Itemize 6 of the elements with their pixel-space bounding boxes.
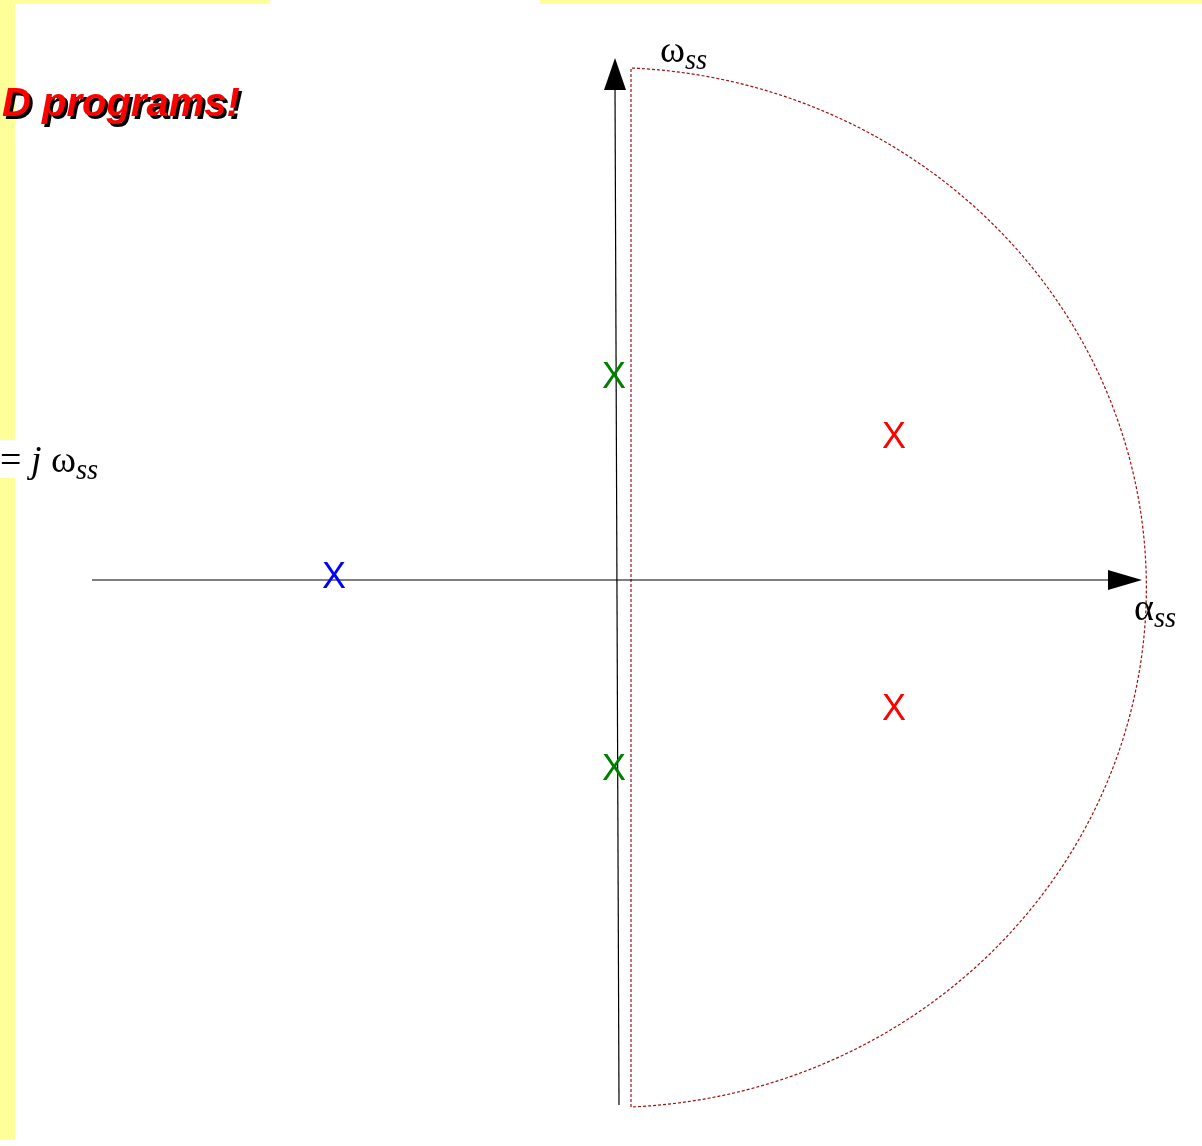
slogan-text: D programs! [2, 82, 240, 122]
axis-label: α$_{ss}$ [1134, 588, 1177, 626]
pole-marker: X [882, 690, 906, 726]
axis-label: ω$_{ss}$ [660, 30, 708, 68]
pole-marker: X [882, 418, 906, 454]
pole-marker: X [322, 558, 346, 594]
